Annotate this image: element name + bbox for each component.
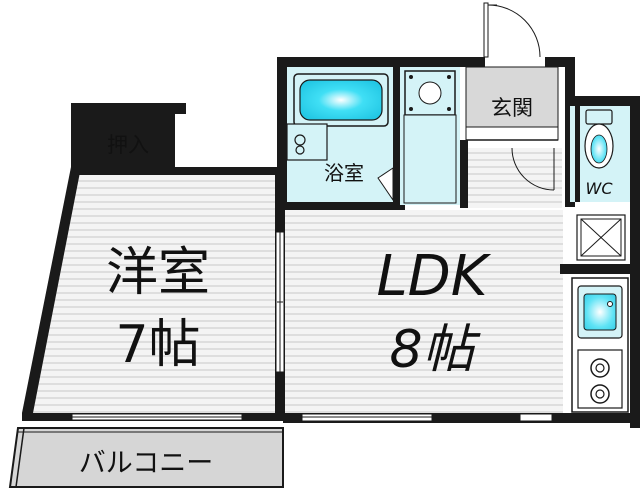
western-room-name: 洋室 <box>106 243 210 303</box>
western-room-floor <box>22 175 275 413</box>
balcony <box>8 427 284 488</box>
storage-box <box>576 214 626 261</box>
bath-label: 浴室 <box>324 161 364 185</box>
toilet <box>570 106 630 202</box>
ldk-window <box>301 413 553 422</box>
door-swing <box>511 147 555 191</box>
western-room-size: 7帖 <box>115 315 200 375</box>
kitchen <box>571 277 629 413</box>
ldk-size: 8帖 <box>389 320 481 380</box>
entrance-label: 玄関 <box>491 96 533 120</box>
toilet-label: WC <box>586 179 614 198</box>
bathroom <box>286 67 394 202</box>
ldk-name: LDK <box>376 244 491 309</box>
western-window <box>71 413 243 421</box>
washroom <box>400 67 460 205</box>
closet-label: 押入 <box>107 133 149 157</box>
entrance <box>465 2 559 141</box>
balcony-label: バルコニー <box>79 448 213 479</box>
